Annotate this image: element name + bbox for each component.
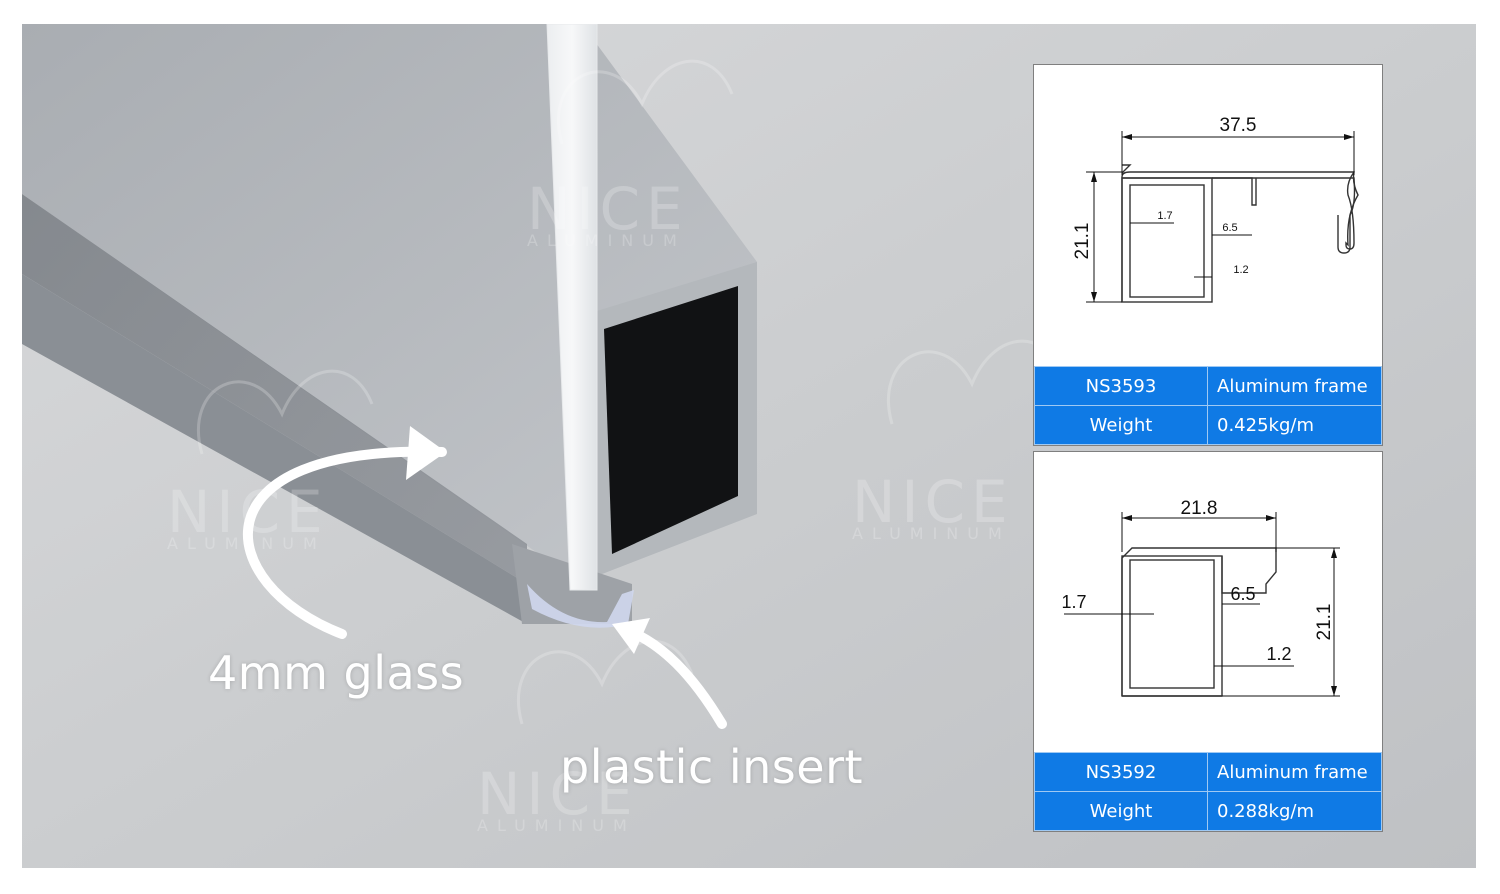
profile-side-face: [22, 24, 527, 584]
spec-row-weight: Weight 0.288kg/m: [1034, 791, 1382, 831]
profile-outline: [1121, 164, 1132, 174]
profile-drawing-ns3593: 37.5 21.1 1.7 6.5 1.2: [1072, 115, 1359, 303]
spec-table-ns3593: NS3593 Aluminum frame Weight 0.425kg/m: [1034, 366, 1382, 445]
spec-weight-value: 0.425kg/m: [1207, 405, 1382, 445]
dimension-lines: [1086, 131, 1355, 303]
watermark-logo-icon: [196, 369, 374, 455]
spec-weight-label: Weight: [1034, 405, 1208, 445]
profile-hollow: [604, 286, 738, 554]
profile-drawing-ns3592: 21.8 21.1 1.7 6.5 1.2: [1061, 498, 1340, 697]
dim-slot: 6.5: [1230, 584, 1255, 604]
dim-width: 21.8: [1181, 498, 1218, 519]
profile-inner-chamber: [1129, 559, 1215, 689]
profile-left-chamber: [1121, 555, 1223, 697]
callout-glass: 4mm glass: [208, 646, 465, 700]
spec-row-weight: Weight 0.425kg/m: [1034, 405, 1382, 445]
profile-hook: [1122, 177, 1356, 254]
plastic-insert: [527, 584, 634, 628]
spec-weight-value: 0.288kg/m: [1207, 791, 1382, 831]
arrow-glass-head: [406, 426, 446, 480]
profile-left-chamber: [1121, 177, 1213, 303]
spec-row-model: NS3593 Aluminum frame: [1034, 366, 1382, 406]
profile-outline: [1121, 547, 1277, 696]
spec-table-ns3592: NS3592 Aluminum frame Weight 0.288kg/m: [1034, 752, 1382, 831]
watermark-logo-icon: [516, 639, 694, 725]
watermark-subtext: ALUMINUM: [477, 816, 636, 835]
profile-card-ns3593: 37.5 21.1 1.7 6.5 1.2 NS3593 Aluminum fr…: [1033, 64, 1383, 446]
watermark-text: NICE: [167, 478, 329, 546]
watermark-text: NICE: [852, 468, 1014, 536]
profile-lower-lip: [22, 274, 527, 624]
spec-type: Aluminum frame: [1207, 366, 1382, 406]
dim-wall: 1.7: [1157, 210, 1172, 222]
dim-height: 21.1: [1314, 604, 1335, 641]
dim-gap: 1.2: [1266, 644, 1291, 664]
spec-code: NS3593: [1034, 366, 1208, 406]
profile-card-ns3592: 21.8 21.1 1.7 6.5 1.2 NS3592 Aluminum fr…: [1033, 451, 1383, 832]
spec-row-model: NS3592 Aluminum frame: [1034, 752, 1382, 792]
watermark-subtext: ALUMINUM: [852, 524, 1011, 543]
dim-width: 37.5: [1220, 115, 1257, 136]
watermarks: NICE ALUMINUM NICE ALUMINUM NICE ALUMINU…: [167, 59, 1064, 835]
watermark-subtext: ALUMINUM: [167, 534, 326, 553]
profile-slot: [1212, 177, 1257, 206]
profile-outline: [1121, 171, 1359, 302]
arrow-insert-head: [612, 618, 650, 654]
watermark-text: NICE: [477, 760, 639, 828]
watermark-subtext: ALUMINUM: [527, 231, 686, 250]
profile-inner-chamber: [1129, 184, 1205, 298]
watermark-logo-icon: [556, 59, 734, 145]
spec-weight-label: Weight: [1034, 791, 1208, 831]
dim-height: 21.1: [1072, 223, 1093, 260]
dimension-lines: [1064, 512, 1340, 697]
dim-gap: 1.2: [1233, 264, 1248, 276]
spec-type: Aluminum frame: [1207, 752, 1382, 792]
glass-pane: [546, 24, 598, 591]
watermark-text: NICE: [527, 175, 689, 243]
callout-plastic-insert: plastic insert: [560, 740, 864, 794]
dim-wall: 1.7: [1061, 592, 1086, 612]
arrow-glass: [242, 446, 447, 639]
dim-slot: 6.5: [1222, 222, 1237, 234]
spec-code: NS3592: [1034, 752, 1208, 792]
